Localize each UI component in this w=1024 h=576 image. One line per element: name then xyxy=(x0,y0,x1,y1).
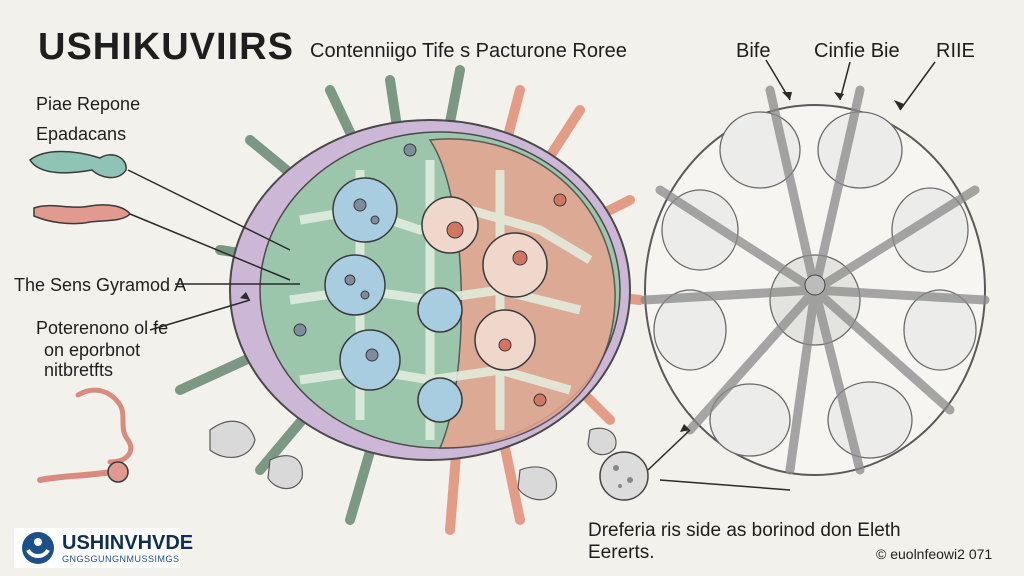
sketch-spokes xyxy=(640,85,990,475)
label-epadacans: Epadacans xyxy=(36,124,127,144)
specimen-tail xyxy=(37,469,115,483)
main-title: USHIKUVIIRS xyxy=(38,26,294,68)
brand-name: USHINVHVDE xyxy=(62,532,194,554)
label-cinfie-bie: Cinfie Bie xyxy=(814,40,900,62)
label-eporbnot: on eporbnot xyxy=(44,340,141,360)
specimen-head xyxy=(107,461,129,483)
specimen-sketches xyxy=(29,150,134,483)
specimen-green-worm xyxy=(29,150,127,179)
arrow-heads xyxy=(240,92,904,432)
sketch-center xyxy=(804,274,826,296)
textured-sphere xyxy=(599,451,649,501)
brand-logo: USHINVHVDE GNGSGUNGNMUSSIMGS xyxy=(14,528,193,568)
organelles xyxy=(293,143,567,407)
label-sens-gyramod: The Sens Gyramod A xyxy=(14,275,187,295)
label-bife: Bife xyxy=(736,40,771,62)
label-riie: RIIE xyxy=(936,40,975,62)
grey-debris xyxy=(209,420,617,501)
specimen-squiggle xyxy=(75,387,134,465)
specimen-pink-worm xyxy=(33,204,131,225)
sketched-cell xyxy=(640,85,990,476)
label-poterenono: Poterenono ol fe xyxy=(36,318,169,338)
brand-logo-icon xyxy=(22,532,54,564)
copyright-notice: © euolnfeowi2 071 xyxy=(876,546,993,562)
label-nitbretfts: nitbretfts xyxy=(44,360,114,380)
diagram-subtitle: Contenniigo Tife s Pacturone Roree xyxy=(310,40,627,62)
bottom-caption: Dreferia ris side as borinod don Eleth E… xyxy=(588,520,901,563)
label-piae-repone: Piae Repone xyxy=(36,94,141,114)
nuclei xyxy=(324,177,548,423)
colored-cell xyxy=(175,65,645,535)
brand-tagline: GNGSGUNGNMUSSIMGS xyxy=(62,554,180,564)
